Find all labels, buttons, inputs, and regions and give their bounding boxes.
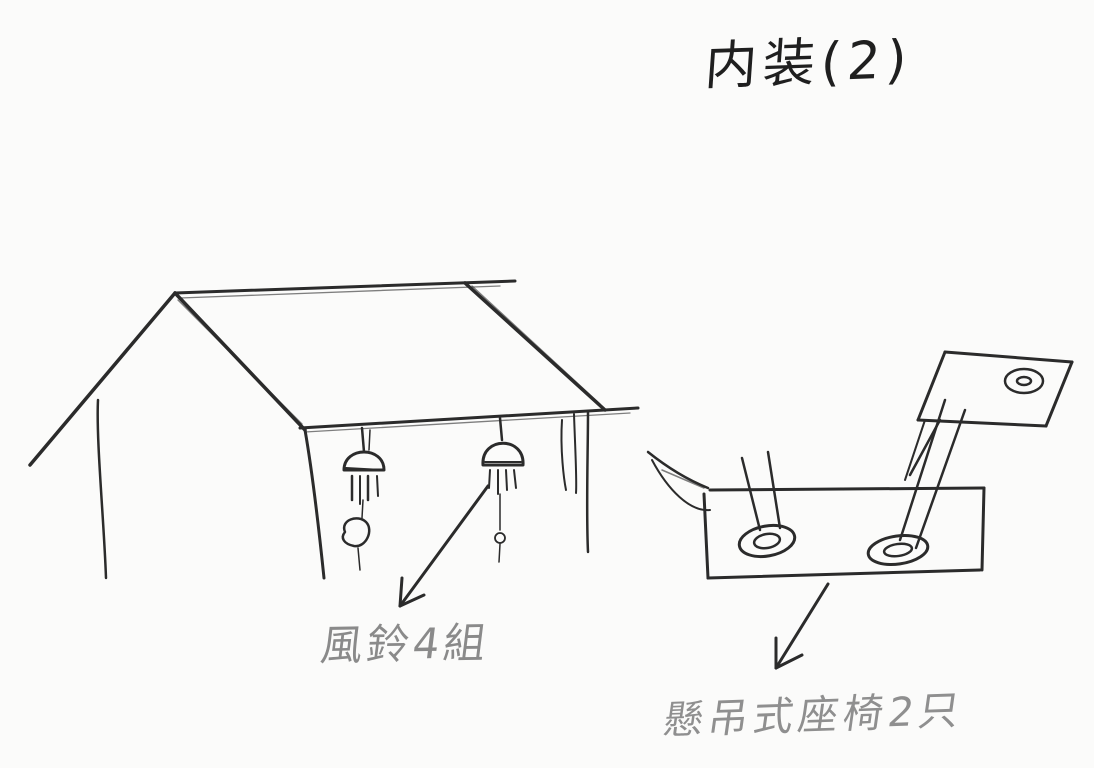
page-title: 内装(2) [702, 29, 915, 98]
pavilion-drawing [28, 279, 640, 580]
hanging-seat-drawing [646, 350, 1074, 580]
wind-chime-1-drawing [341, 426, 386, 571]
wind-chime-arrow [398, 484, 490, 608]
hanging-seat-label: 懸吊式座椅2只 [660, 687, 967, 745]
wind-chime-2-drawing [481, 416, 525, 563]
wind-chime-label: 風鈴4組 [317, 618, 493, 671]
hanging-seat-arrow [774, 582, 830, 670]
